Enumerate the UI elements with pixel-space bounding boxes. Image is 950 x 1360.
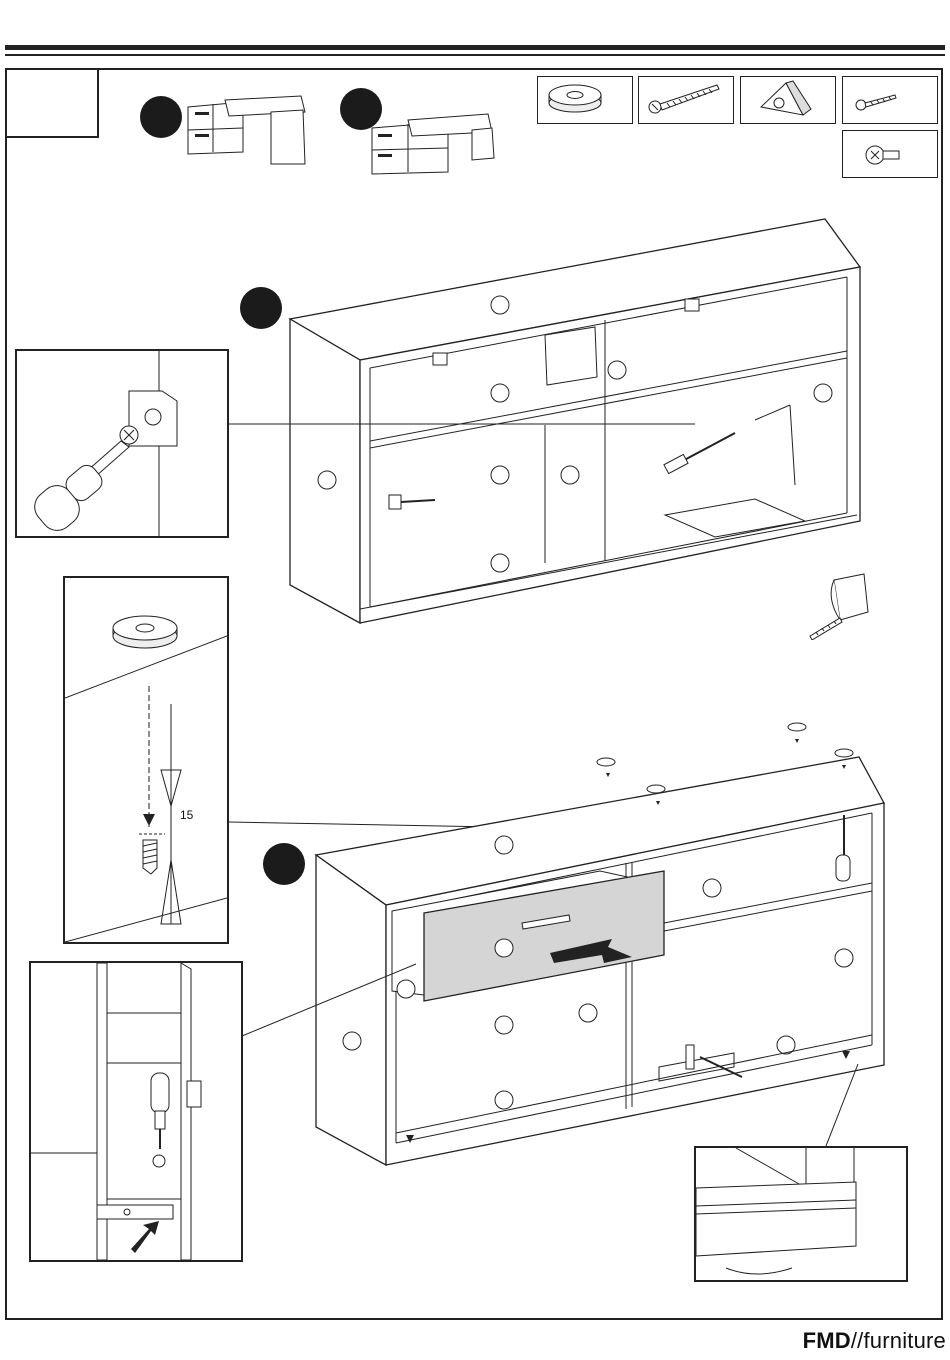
- part-box-short-screw: [842, 76, 938, 124]
- callout-line-runner: [240, 960, 420, 1040]
- overview-sketch-corner-desk: [183, 92, 313, 167]
- overview-sketch-straight-desk: [368, 108, 498, 178]
- part-box-glide: [537, 76, 633, 124]
- header-rule-thin: [5, 54, 945, 56]
- step-number-box: [5, 68, 99, 138]
- brand-logo: FMD//furniture: [803, 1328, 946, 1354]
- detail-glide-foot: [63, 576, 229, 944]
- detail-bottom-rail: [694, 1146, 908, 1282]
- step-marker-a: [140, 96, 182, 138]
- callout-line-bracket: [229, 420, 699, 430]
- step-marker-d: [263, 843, 305, 885]
- part-box-long-screw: [638, 76, 734, 124]
- header-rule-thick: [5, 45, 945, 50]
- brand-rest: //furniture: [851, 1328, 946, 1353]
- measuring-tape-icon: [800, 570, 875, 640]
- step-marker-c: [240, 287, 282, 329]
- detail-bracket-screw: [15, 349, 229, 538]
- callout-line-rail: [822, 1062, 862, 1148]
- brand-bold: FMD: [803, 1328, 851, 1353]
- part-box-corner-bracket: [740, 76, 836, 124]
- detail-drawer-runner: [29, 961, 243, 1262]
- dimension-label-15: 15: [180, 808, 193, 822]
- part-box-euro-screw: [842, 130, 938, 178]
- drawer-insertion-illustration: [314, 715, 889, 1170]
